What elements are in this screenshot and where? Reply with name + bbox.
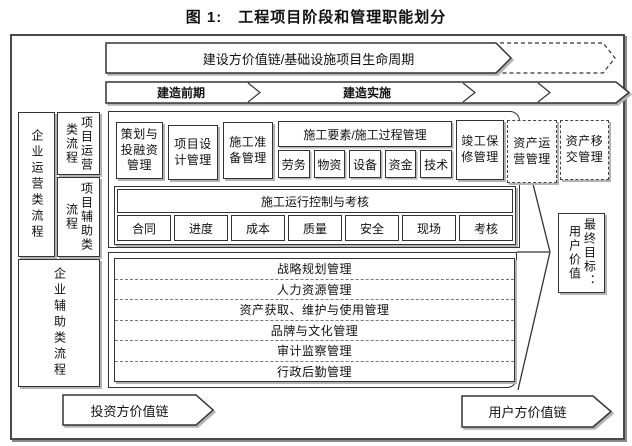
element-cell: 劳务 [278, 150, 310, 178]
element-cell: 资金 [384, 150, 417, 178]
construction-prep-box: 施工准备管理 [223, 122, 273, 179]
control-cell: 进度 [174, 215, 228, 241]
support-functions-list: 战略规划管理 人力资源管理 资产获取、维护与使用管理 品牌与文化管理 审计监察管… [114, 258, 515, 382]
phase-label-preconstruction: 建造前期 [156, 86, 205, 100]
support-function-row: 资产获取、维护与使用管理 [115, 299, 514, 320]
project-operation-process-box: 项目运营类流程 [57, 112, 100, 175]
support-function-row: 品牌与文化管理 [115, 319, 514, 341]
enterprise-operation-process-box: 企业运营类流程 [18, 112, 55, 257]
asset-operation-box: 资产运营管理 [507, 120, 557, 183]
construction-elements-group: 施工要素/施工过程管理 劳务 物资 设备 资金 技术 [278, 121, 452, 180]
control-cell: 合同 [117, 215, 171, 241]
asset-transfer-box: 资产移交管理 [560, 120, 609, 180]
completion-warranty-box: 竣工保修管理 [456, 120, 504, 180]
investor-chain-label: 投资方价值链 [90, 403, 169, 419]
element-cell: 技术 [420, 150, 452, 178]
control-assessment-header: 施工运行控制与考核 [117, 189, 513, 213]
planning-financing-box: 策划与投融资管理 [116, 122, 163, 179]
support-function-row: 行政后勤管理 [115, 360, 514, 382]
control-assessment-group: 施工运行控制与考核 合同 进度 成本 质量 安全 现场 考核 [114, 186, 516, 245]
phase-label-construction: 建造实施 [342, 86, 391, 100]
support-function-row: 战略规划管理 [276, 262, 352, 277]
enterprise-support-process-box: 企业辅助类流程 [18, 259, 100, 387]
support-function-row: 审计监察管理 [115, 340, 514, 361]
control-cell: 考核 [459, 215, 513, 241]
control-assessment-cells: 合同 进度 成本 质量 安全 现场 考核 [117, 215, 513, 241]
support-function-row: 人力资源管理 [115, 278, 514, 300]
final-goal-box: 最终目标：用户价值 [558, 213, 605, 293]
user-chain-label: 用户方价值链 [488, 405, 567, 420]
project-support-process-box: 项目辅助类流程 [57, 177, 100, 257]
project-design-box: 项目设计管理 [168, 125, 218, 180]
lifecycle-banner-label: 建设方价值链/基础设施项目生命周期 [202, 51, 415, 67]
control-cell: 安全 [345, 215, 399, 241]
figure-title: 图 1: 工程项目阶段和管理职能划分 [185, 9, 447, 26]
element-cell: 设备 [349, 150, 381, 178]
construction-elements-cells: 劳务 物资 设备 资金 技术 [278, 150, 452, 178]
control-cell: 成本 [231, 215, 285, 241]
construction-elements-header: 施工要素/施工过程管理 [278, 121, 452, 147]
control-cell: 现场 [402, 215, 456, 241]
control-cell: 质量 [288, 215, 342, 241]
element-cell: 物资 [313, 150, 346, 178]
